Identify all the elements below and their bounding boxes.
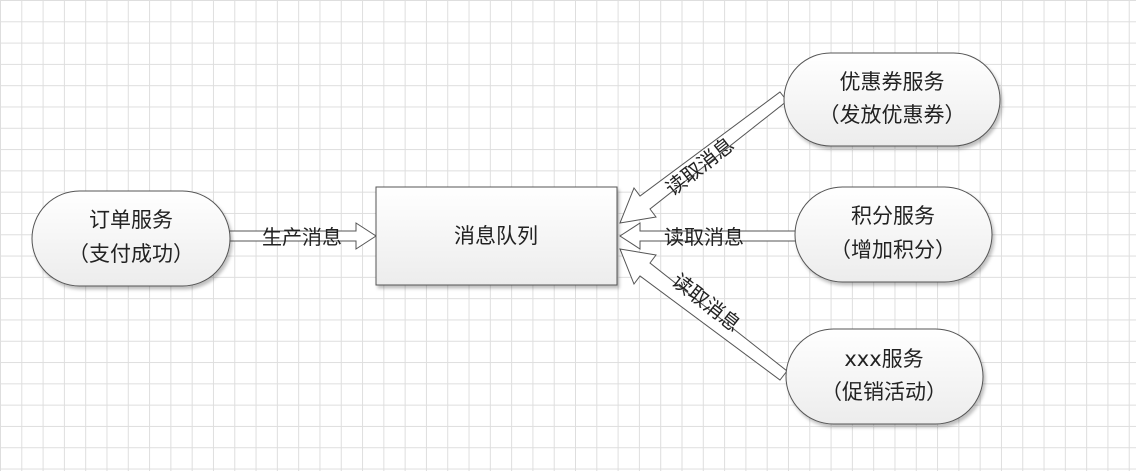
edge-label-read-coupon: 读取消息 <box>661 132 739 200</box>
node-coupon-title: 优惠券服务 <box>840 70 945 94</box>
node-xxx-subtitle: （促销活动） <box>821 380 947 404</box>
edge-label-produce: 生产消息 <box>262 225 342 249</box>
node-points-service: 积分服务 （增加积分） <box>794 186 993 283</box>
node-points-title: 积分服务 <box>851 204 935 228</box>
node-queue-label: 消息队列 <box>454 224 538 248</box>
node-order-service: 订单服务 （支付成功） <box>31 190 231 287</box>
node-coupon-service: 优惠券服务 （发放优惠券） <box>783 52 1001 147</box>
node-message-queue: 消息队列 <box>375 186 618 286</box>
node-order-title: 订单服务 <box>89 208 173 232</box>
node-coupon-subtitle: （发放优惠券） <box>819 103 966 127</box>
arrow-produce <box>228 222 377 250</box>
arrow-read-xxx <box>619 248 788 381</box>
node-order-subtitle: （支付成功） <box>68 242 194 266</box>
arrow-read-coupon <box>619 91 788 224</box>
node-points-subtitle: （增加积分） <box>830 238 956 262</box>
node-xxx-title: xxx服务 <box>844 347 923 371</box>
arrow-read-points <box>619 222 797 250</box>
edge-label-read-points: 读取消息 <box>664 225 744 249</box>
node-xxx-service: xxx服务 （促销活动） <box>785 328 984 425</box>
